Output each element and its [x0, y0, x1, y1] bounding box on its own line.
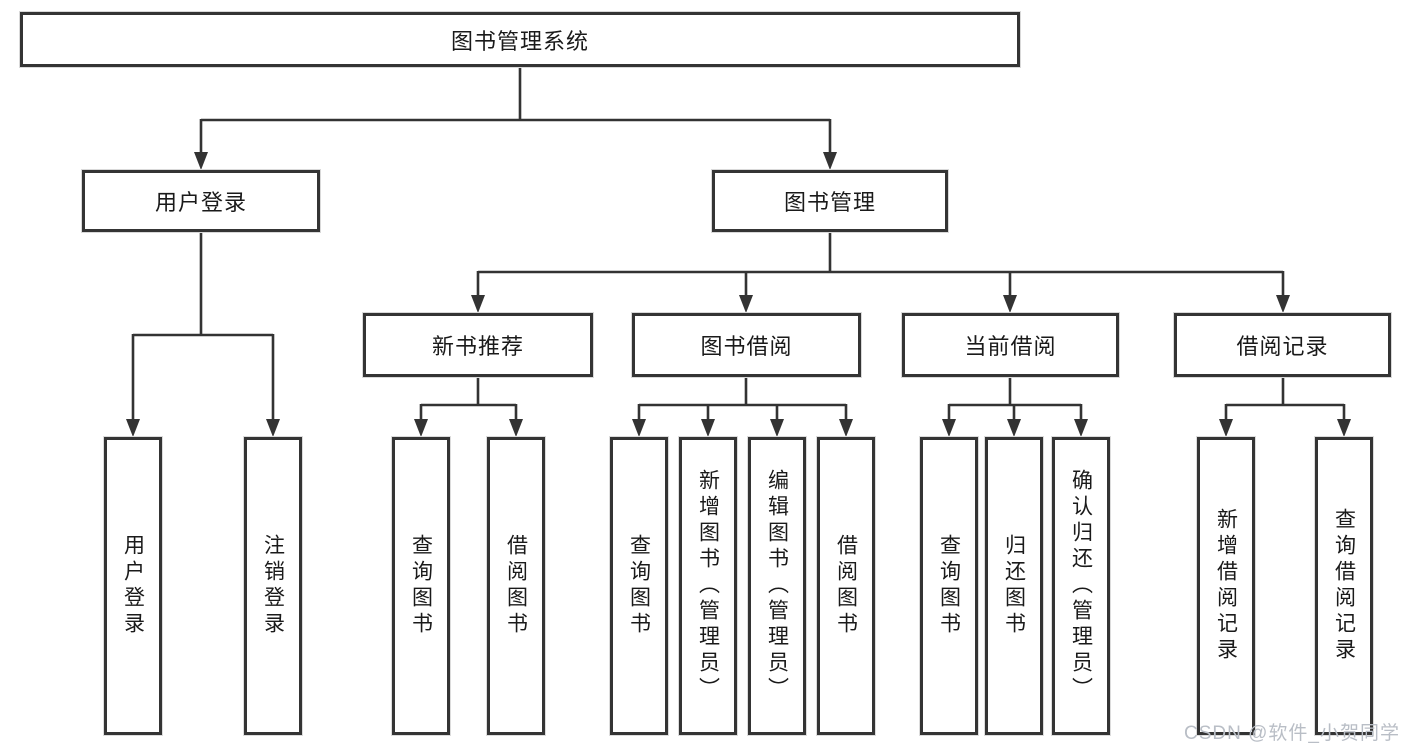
leaf-record-query-record: 查询借阅记录	[1315, 437, 1373, 735]
leaf-record-add-record-label: 新增借阅记录	[1214, 508, 1238, 664]
leaf-borrow-add-book-admin: 新增图书（管理员）	[679, 437, 737, 735]
csdn-watermark: CSDN @软件_小贺同学	[1184, 723, 1400, 744]
node-book-borrow-label: 图书借阅	[700, 334, 793, 359]
leaf-borrow-borrow-book-label: 借阅图书	[834, 534, 858, 638]
node-book-borrow: 图书借阅	[632, 313, 861, 377]
node-book-management: 图书管理	[712, 170, 948, 232]
arrowheads	[126, 152, 1351, 437]
leaf-recommend-query-book: 查询图书	[392, 437, 450, 735]
leaf-record-query-record-label: 查询借阅记录	[1332, 508, 1356, 664]
node-user-login: 用户登录	[82, 170, 320, 232]
leaf-user-login: 用户登录	[104, 437, 162, 735]
leaf-current-return-book-label: 归还图书	[1002, 534, 1026, 638]
node-borrow-record-label: 借阅记录	[1236, 334, 1329, 359]
node-borrow-record: 借阅记录	[1174, 313, 1391, 377]
leaf-recommend-query-book-label: 查询图书	[409, 534, 433, 638]
leaf-borrow-add-book-admin-label: 新增图书（管理员）	[696, 469, 720, 703]
leaf-current-return-book: 归还图书	[985, 437, 1043, 735]
leaf-current-confirm-return-admin: 确认归还（管理员）	[1052, 437, 1110, 735]
leaf-current-query-book-label: 查询图书	[937, 534, 961, 638]
leaf-borrow-query-book: 查询图书	[610, 437, 668, 735]
leaf-recommend-borrow-book: 借阅图书	[487, 437, 545, 735]
leaf-borrow-edit-book-admin-label: 编辑图书（管理员）	[765, 469, 789, 703]
node-user-login-label: 用户登录	[154, 190, 247, 215]
leaf-borrow-query-book-label: 查询图书	[627, 534, 651, 638]
leaf-user-login-label: 用户登录	[121, 534, 145, 638]
leaf-record-add-record: 新增借阅记录	[1197, 437, 1255, 735]
leaf-current-confirm-return-admin-label: 确认归还（管理员）	[1069, 469, 1093, 703]
leaf-logout-label: 注销登录	[261, 534, 285, 638]
node-new-book-recommend-label: 新书推荐	[431, 334, 524, 359]
leaf-logout: 注销登录	[244, 437, 302, 735]
leaf-current-query-book: 查询图书	[920, 437, 978, 735]
leaf-borrow-edit-book-admin: 编辑图书（管理员）	[748, 437, 806, 735]
leaf-recommend-borrow-book-label: 借阅图书	[504, 534, 528, 638]
node-root-system: 图书管理系统	[20, 12, 1020, 67]
leaf-borrow-borrow-book: 借阅图书	[817, 437, 875, 735]
node-new-book-recommend: 新书推荐	[363, 313, 593, 377]
node-root-label: 图书管理系统	[450, 28, 589, 54]
node-current-borrow-label: 当前借阅	[964, 334, 1057, 359]
node-book-management-label: 图书管理	[783, 190, 876, 215]
node-current-borrow: 当前借阅	[902, 313, 1119, 377]
